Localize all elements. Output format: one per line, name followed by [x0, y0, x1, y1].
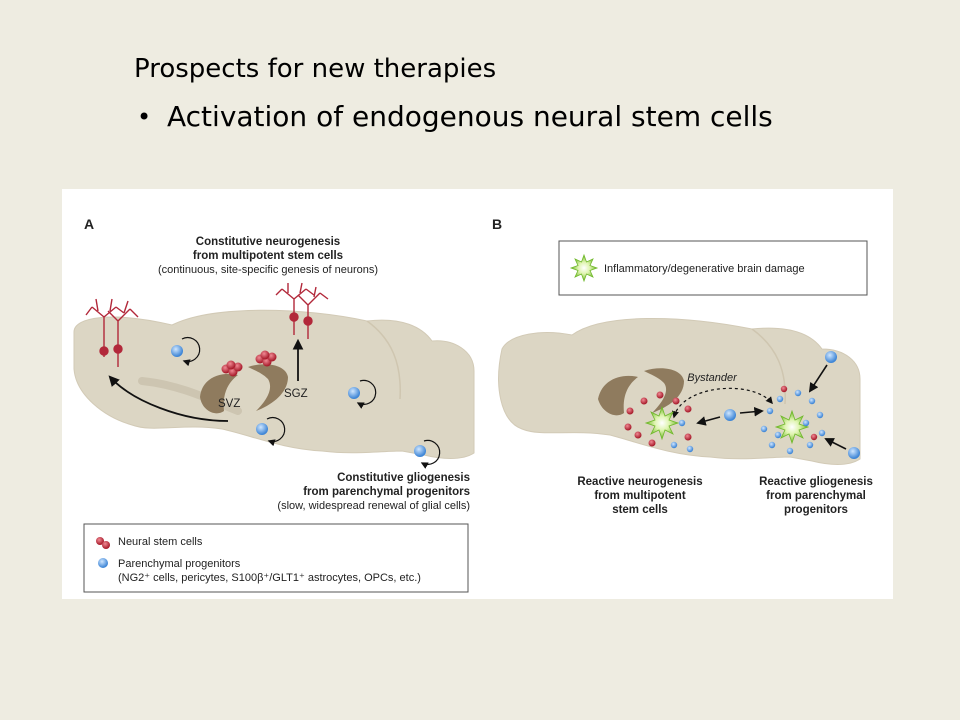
stem-cells-svz [221, 360, 243, 377]
brain-b-fold [751, 328, 786, 405]
ventricle-b-2 [644, 368, 684, 413]
reactive-glio-3: progenitors [784, 504, 848, 516]
rms-path-a [138, 377, 242, 415]
legend-stem-label: Neural stem cells [118, 536, 203, 548]
neuro-title-2: from multipotent stem cells [193, 250, 343, 262]
neuro-title-1: Constitutive neurogenesis [196, 236, 340, 248]
slide-title: Prospects for new therapies [134, 54, 497, 84]
reactive-neuro-1: Reactive neurogenesis [577, 476, 702, 488]
stem-cells-sgz [255, 350, 277, 367]
legend-progenitor-label: Parenchymal progenitors [118, 558, 241, 570]
sgz-label: SGZ [284, 388, 308, 400]
reactive-glio-2: from parenchymal [766, 490, 866, 502]
migrating-progenitor-center [724, 409, 736, 421]
arrow-to-right-site [739, 406, 764, 417]
figure-svg: A Constitutive neurogenesis from multipo… [73, 216, 873, 593]
arrow-from-top [808, 364, 828, 393]
svz-ventricle [200, 373, 238, 414]
slide-bullet: • Activation of endogenous neural stem c… [137, 100, 773, 133]
panel-b-label: B [492, 216, 502, 232]
reactive-stem-cells-right [780, 385, 818, 441]
legend-progenitor-detail: (NG2⁺ cells, pericytes, S100β⁺/GLT1⁺ ast… [118, 572, 421, 584]
reactive-progenitors-left [670, 419, 694, 453]
bystander-label: Bystander [687, 372, 738, 384]
legend-stem-icon [96, 537, 110, 549]
arrow-to-left-site [696, 416, 721, 426]
bystander-arrow [671, 387, 773, 419]
neuron-cluster-olfactory [85, 298, 139, 367]
migrating-progenitor-top [825, 351, 837, 363]
brain-a-fold [366, 320, 401, 400]
migrating-progenitor-bottom [848, 447, 860, 459]
glio-title-2: from parenchymal progenitors [303, 486, 470, 498]
stem-cell-figure: A Constitutive neurogenesis from multipo… [62, 189, 893, 599]
arrow-from-bottom [824, 438, 847, 450]
glio-title-1: Constitutive gliogenesis [337, 472, 470, 484]
reactive-neuro-3: stem cells [612, 504, 668, 516]
svz-label: SVZ [218, 398, 240, 410]
progenitor-a1 [171, 336, 201, 367]
damage-star-left [644, 405, 680, 441]
panel-a-label: A [84, 216, 94, 232]
reactive-neuro-2: from multipotent [594, 490, 686, 502]
reactive-stem-cells [624, 391, 692, 447]
ventricle-b-1 [598, 375, 638, 416]
reactive-glio-1: Reactive gliogenesis [759, 476, 873, 488]
damage-star-right [774, 409, 810, 445]
bullet-text: Activation of endogenous neural stem cel… [167, 100, 773, 133]
progenitor-a2 [348, 379, 377, 409]
neuron-cluster-hippocampus [275, 282, 329, 339]
glio-subtitle: (slow, widespread renewal of glial cells… [277, 500, 470, 512]
progenitor-a3 [256, 416, 286, 447]
neuro-subtitle: (continuous, site-specific genesis of ne… [158, 264, 378, 276]
legend-box [83, 523, 469, 593]
damage-legend-box [558, 240, 868, 296]
legend-progenitor-icon [98, 558, 108, 568]
damage-star-icon-legend [569, 253, 599, 283]
damage-legend-label: Inflammatory/degenerative brain damage [604, 263, 805, 275]
migration-arrow-rms [108, 375, 229, 422]
sgz-ventricle [248, 364, 288, 411]
bullet-icon: • [137, 102, 152, 131]
progenitor-a4 [414, 439, 441, 469]
reactive-progenitors-right [760, 389, 826, 455]
